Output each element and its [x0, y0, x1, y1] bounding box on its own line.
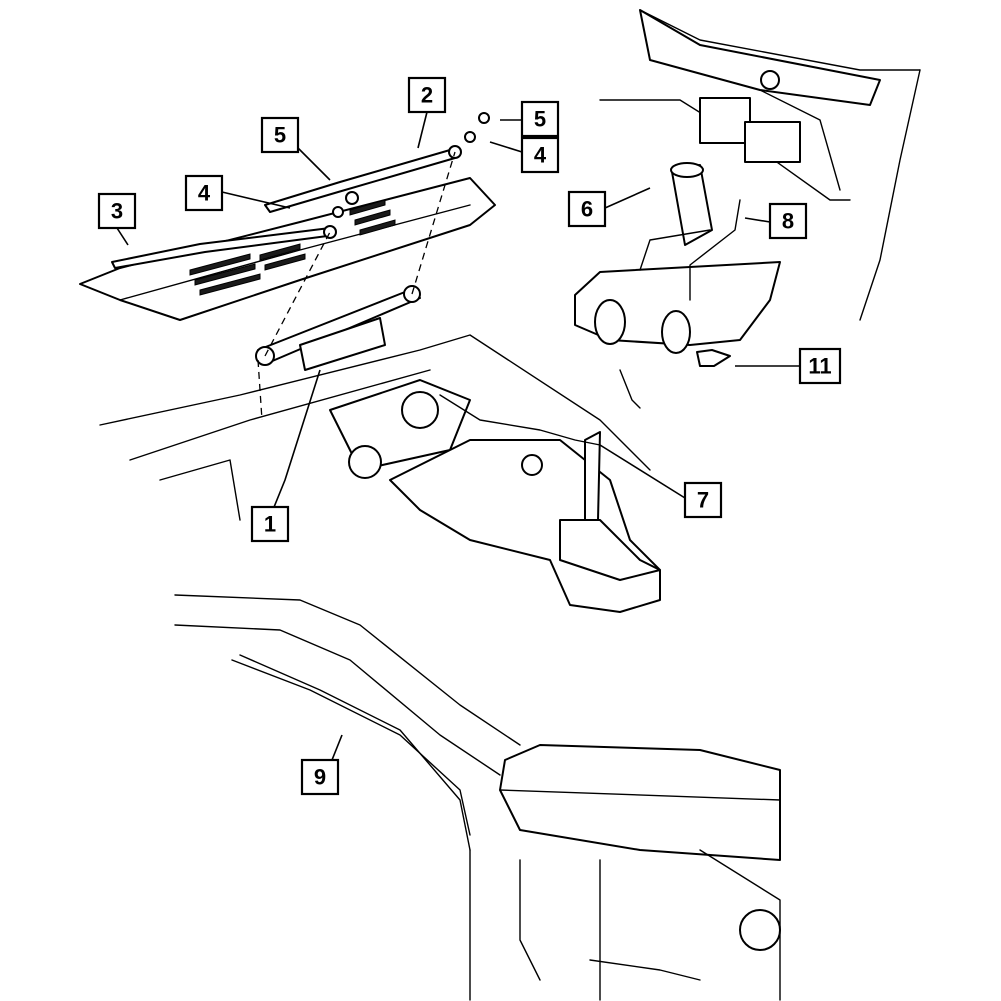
callout-label: 3: [111, 199, 123, 224]
callout-label: 4: [198, 181, 211, 206]
callout-6: 6: [567, 190, 607, 228]
callout-label: 11: [808, 354, 831, 379]
bolt: [696, 349, 731, 367]
callout-7: 7: [683, 481, 723, 519]
callout-1: 1: [250, 505, 290, 543]
callout-label: 9: [314, 765, 326, 790]
hose-routing-body: [174, 594, 781, 1001]
callout-3: 3: [97, 192, 137, 230]
cowl-vent-slots: [189, 199, 396, 296]
washer-pump: [661, 310, 691, 354]
washer-pump: [594, 299, 626, 345]
callout-4-left: 4: [184, 174, 224, 212]
nut: [345, 191, 359, 205]
callout-label: 1: [264, 512, 276, 537]
reservoir-tank: [574, 261, 781, 346]
callout-11: 11: [798, 347, 842, 385]
callout-label: 4: [534, 143, 547, 168]
callout-label: 5: [274, 123, 286, 148]
washer-hose: [231, 659, 471, 836]
wiper-linkage-motor: [255, 151, 456, 421]
cap: [332, 206, 344, 218]
nut: [464, 131, 476, 143]
callout-label: 7: [697, 488, 709, 513]
leader-lines: [116, 111, 800, 771]
callout-2: 2: [407, 76, 447, 114]
callout-label: 6: [581, 197, 593, 222]
cowl-panel-assembly: [79, 112, 496, 321]
reservoir-detail: [574, 9, 921, 409]
callout-5-left: 5: [260, 116, 300, 154]
callout-5-right: 5: [520, 100, 560, 138]
callout-4-right: 4: [520, 136, 560, 174]
callout-8: 8: [768, 202, 808, 240]
callout-label: 8: [782, 209, 794, 234]
cap: [478, 112, 490, 124]
firewall-body: [99, 334, 661, 613]
callout-label: 2: [421, 83, 433, 108]
callout-9: 9: [300, 758, 340, 796]
callout-label: 5: [534, 107, 546, 132]
